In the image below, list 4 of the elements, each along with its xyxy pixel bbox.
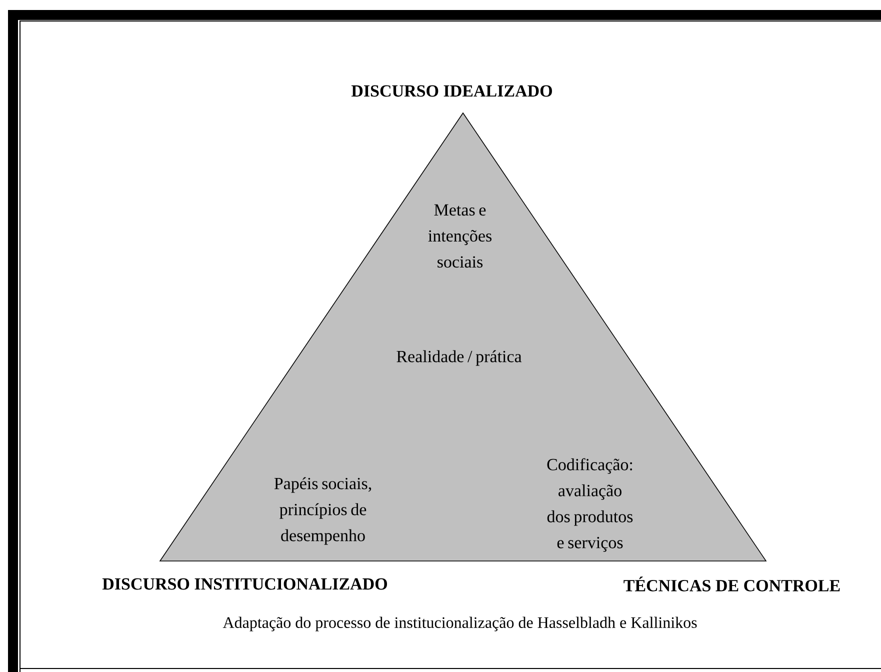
corner-heading: TÉCNICAS DE CONTROLE <box>624 576 840 592</box>
caption: Adaptação do processo de institucionalização de Hasselbladh e Kallinikos <box>222 616 697 632</box>
corner-heading: DISCURSO INSTITUCIONALIZADO <box>102 578 387 590</box>
corner-heading: DISCURSO IDEALIZADO <box>351 85 552 97</box>
